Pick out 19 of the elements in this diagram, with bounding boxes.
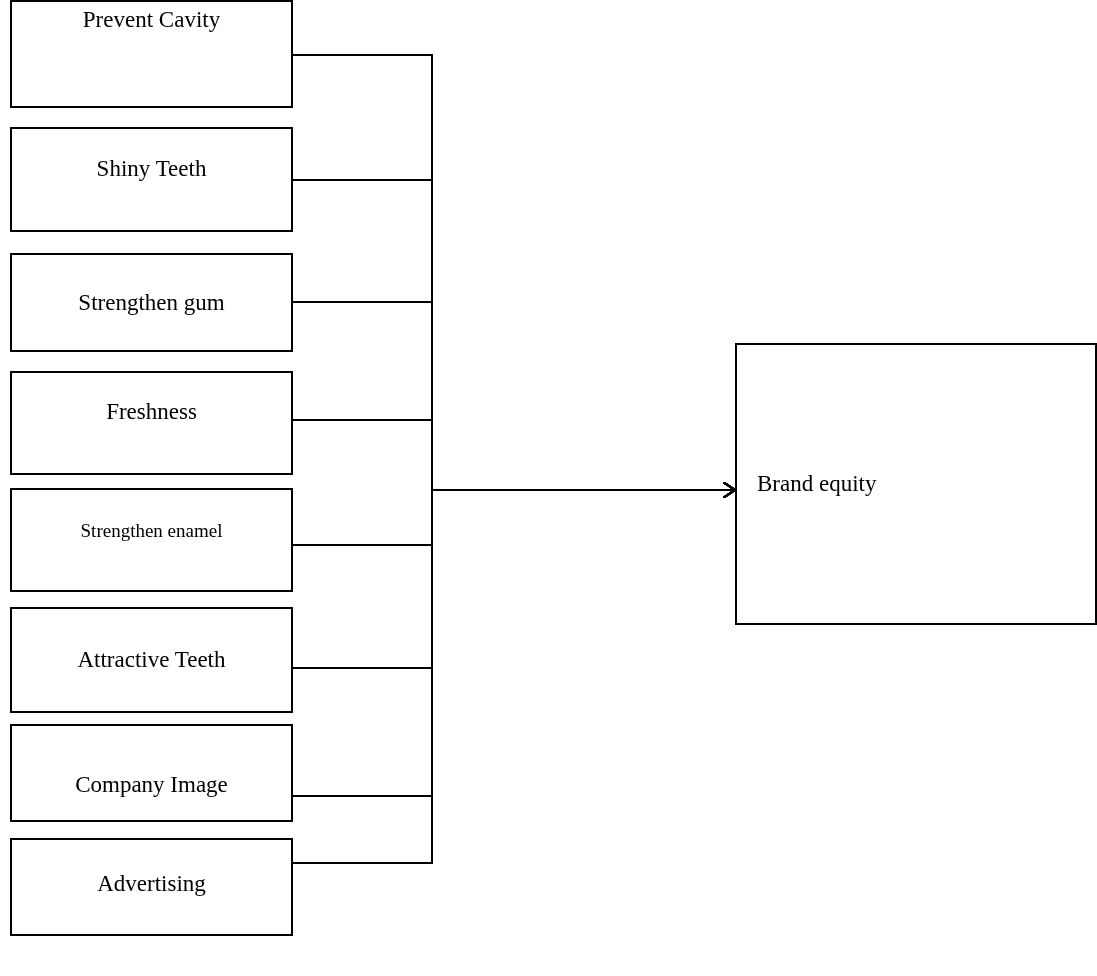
box-label: Advertising <box>97 870 206 898</box>
factor-box <box>10 607 293 713</box>
factor-box <box>10 0 293 108</box>
box-label: Freshness <box>106 398 197 426</box>
box-label: Strengthen gum <box>78 289 225 317</box>
factor-box <box>10 253 293 352</box>
box-label: Strengthen enamel <box>80 520 223 543</box>
box-label: Company Image <box>75 771 228 799</box>
factor-box <box>10 371 293 475</box>
factor-box <box>10 127 293 232</box>
box-label: Brand equity <box>757 470 877 498</box>
factor-box <box>10 838 293 936</box>
factor-box <box>10 724 293 822</box>
box-label: Shiny Teeth <box>96 155 207 183</box>
outcome-box <box>735 343 1097 625</box>
factor-box <box>10 488 293 592</box>
connector-arrow <box>292 481 736 864</box>
box-label: Prevent Cavity <box>82 6 221 34</box>
box-label: Attractive Teeth <box>77 646 226 674</box>
